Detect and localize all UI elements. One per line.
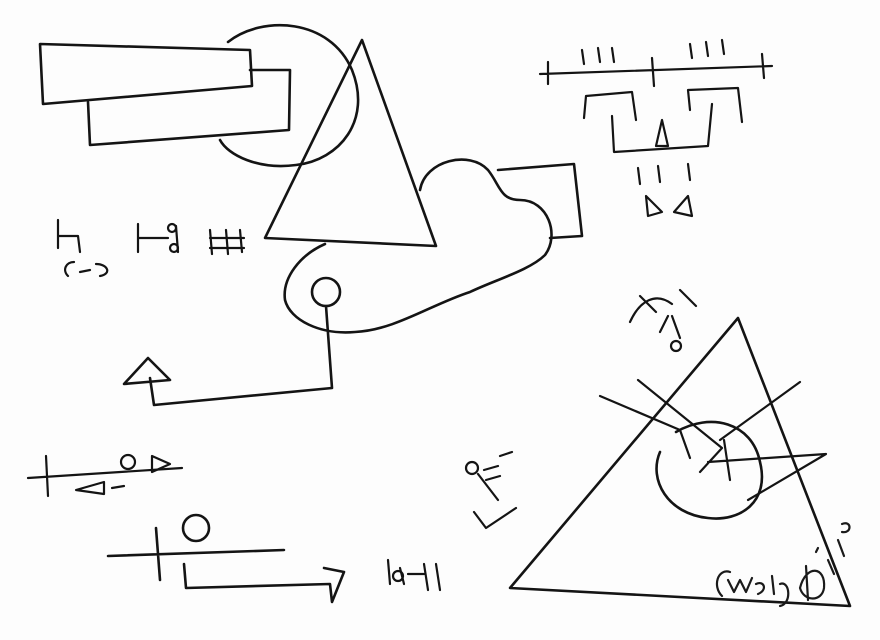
glyph-left-of-triangle xyxy=(464,450,518,530)
large-triangle xyxy=(263,38,438,248)
glyph-above-triangle xyxy=(628,288,698,353)
large-circle xyxy=(218,23,360,168)
rectangle-lower xyxy=(86,68,292,147)
glyph-row-bottom xyxy=(106,513,442,604)
ellipse xyxy=(655,420,764,520)
signature-damico xyxy=(798,522,851,602)
glyph-row-left xyxy=(56,218,246,278)
small-triangle-arrow xyxy=(122,356,172,386)
glyph-cluster-top-right xyxy=(538,38,774,218)
small-square xyxy=(496,162,584,240)
signature-cwesley xyxy=(715,570,790,608)
crossing-lines xyxy=(598,378,828,502)
connector-line xyxy=(148,304,334,407)
cloud-blob xyxy=(283,158,553,334)
large-triangle-bottom-right xyxy=(508,316,852,608)
rectangle-upper xyxy=(38,42,254,106)
small-circle xyxy=(310,276,342,308)
glyph-row-bottom-left xyxy=(26,453,184,498)
